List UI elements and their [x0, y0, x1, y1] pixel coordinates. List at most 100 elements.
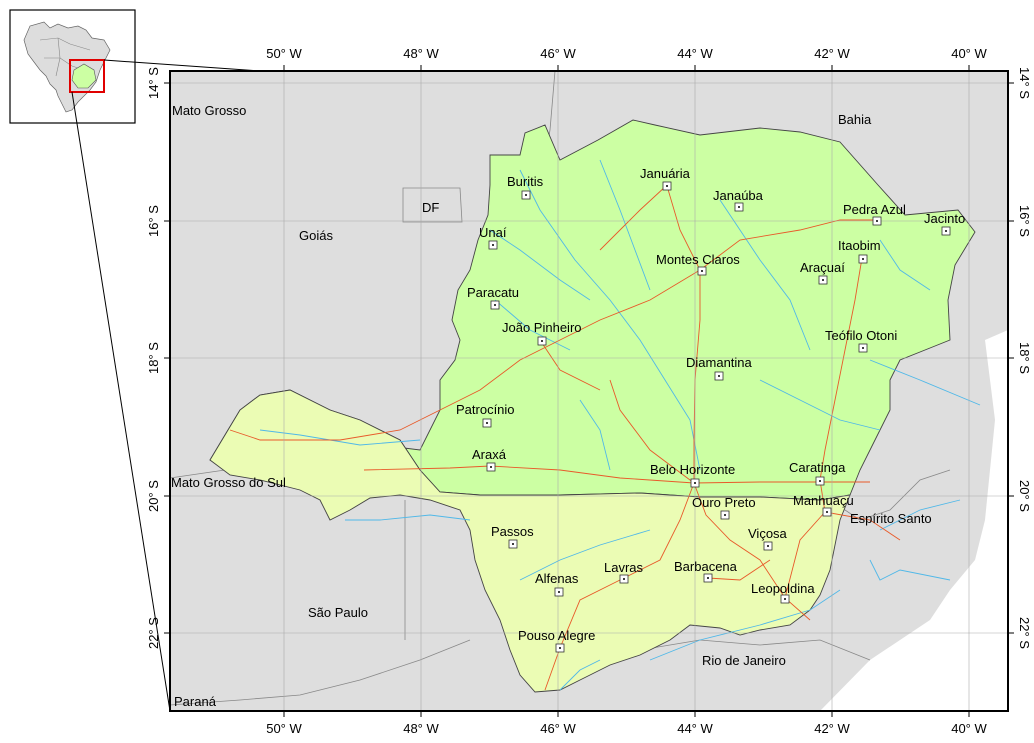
- city-montes-claros: Montes Claros: [656, 252, 740, 276]
- svg-text:Barbacena: Barbacena: [674, 559, 738, 574]
- city-ouro-preto: Ouro Preto: [692, 495, 756, 520]
- inset-connectors: [71, 59, 261, 712]
- city-leopoldina: Leopoldina: [751, 581, 815, 604]
- region-label: DF: [422, 200, 439, 215]
- city-manhuacu: Manhuaçu: [793, 493, 854, 517]
- inset-minas-gerais: [71, 63, 97, 89]
- city-pedra-azul: Pedra Azul: [843, 202, 906, 226]
- lon-tick-bottom: 50° W: [266, 721, 302, 736]
- state-borders: [170, 71, 951, 706]
- lat-tick-right: 22° S: [1017, 617, 1032, 649]
- svg-text:Passos: Passos: [491, 524, 534, 539]
- city-passos: Passos: [491, 524, 534, 549]
- city-joao-pinheiro: João Pinheiro: [502, 320, 582, 346]
- svg-text:Pouso Alegre: Pouso Alegre: [518, 628, 595, 643]
- svg-text:Januária: Januária: [640, 166, 691, 181]
- city-alfenas: Alfenas: [535, 571, 579, 597]
- region-label: Mato Grosso: [172, 103, 246, 118]
- inset-map: [9, 9, 136, 124]
- ocean-area: [820, 330, 1008, 711]
- svg-text:João Pinheiro: João Pinheiro: [502, 320, 582, 335]
- svg-text:Alfenas: Alfenas: [535, 571, 579, 586]
- region-label: Rio de Janeiro: [702, 653, 786, 668]
- city-barbacena: Barbacena: [674, 559, 738, 583]
- svg-text:Caratinga: Caratinga: [789, 460, 846, 475]
- city-caratinga: Caratinga: [789, 460, 846, 486]
- main-map: [170, 71, 1008, 711]
- city-januaria: Januária: [640, 166, 691, 191]
- region-label: Espírito Santo: [850, 511, 932, 526]
- region-label: Mato Grosso do Sul: [171, 475, 286, 490]
- svg-text:Araxá: Araxá: [472, 447, 507, 462]
- city-janauba: Janaúba: [713, 188, 764, 212]
- svg-text:Unaí: Unaí: [479, 225, 507, 240]
- lon-tick-bottom: 46° W: [540, 721, 576, 736]
- svg-text:Ouro Preto: Ouro Preto: [692, 495, 756, 510]
- lat-tick-right: 16° S: [1017, 205, 1032, 237]
- lat-tick-left: 20° S: [146, 480, 161, 512]
- lat-tick-right: 18° S: [1017, 342, 1032, 374]
- lon-tick-top: 42° W: [814, 46, 850, 61]
- svg-text:Paracatu: Paracatu: [467, 285, 519, 300]
- svg-text:Viçosa: Viçosa: [748, 526, 788, 541]
- city-lavras: Lavras: [604, 560, 644, 584]
- svg-text:Itaobim: Itaobim: [838, 238, 881, 253]
- svg-text:Leopoldina: Leopoldina: [751, 581, 815, 596]
- lon-tick-top: 50° W: [266, 46, 302, 61]
- svg-text:Montes Claros: Montes Claros: [656, 252, 740, 267]
- city-araxa: Araxá: [472, 447, 507, 472]
- longitude-labels-top: 50° W 48° W 46° W 44° W 42° W 40° W: [266, 46, 987, 61]
- inset-brazil-outline: [23, 21, 111, 113]
- svg-text:Diamantina: Diamantina: [686, 355, 753, 370]
- lat-tick-left: 14° S: [146, 67, 161, 99]
- region-label: Goiás: [299, 228, 333, 243]
- map-frame: [169, 70, 1009, 712]
- latitude-labels-right: 14° S 16° S 18° S 20° S 22° S: [1017, 67, 1032, 649]
- city-pouso-alegre: Pouso Alegre: [518, 628, 595, 653]
- city-unai: Unaí: [479, 225, 507, 250]
- lon-tick-bottom: 42° W: [814, 721, 850, 736]
- region-label: São Paulo: [308, 605, 368, 620]
- svg-text:Araçuaí: Araçuaí: [800, 260, 845, 275]
- lat-tick-left: 16° S: [146, 205, 161, 237]
- svg-text:Patrocínio: Patrocínio: [456, 402, 515, 417]
- lon-tick-bottom: 40° W: [951, 721, 987, 736]
- lon-tick-bottom: 48° W: [403, 721, 439, 736]
- lat-tick-right: 20° S: [1017, 480, 1032, 512]
- rivers: [259, 159, 981, 691]
- region-label: Bahia: [838, 112, 872, 127]
- inset-highlight-box: [69, 59, 105, 93]
- region-labels: Mato Grosso Bahia DF Goiás Mato Grosso d…: [171, 103, 932, 709]
- lon-tick-bottom: 44° W: [677, 721, 713, 736]
- lat-tick-left: 22° S: [146, 617, 161, 649]
- lon-tick-top: 48° W: [403, 46, 439, 61]
- svg-text:Belo Horizonte: Belo Horizonte: [650, 462, 735, 477]
- tick-marks: [164, 65, 1014, 717]
- city-itaobim: Itaobim: [838, 238, 881, 264]
- graticule: [170, 71, 1008, 711]
- city-jacinto: Jacinto: [924, 211, 965, 236]
- lat-tick-right: 14° S: [1017, 67, 1032, 99]
- longitude-labels-bottom: 50° W 48° W 46° W 44° W 42° W 40° W: [266, 721, 987, 736]
- svg-text:Pedra Azul: Pedra Azul: [843, 202, 906, 217]
- city-belo-horizonte: Belo Horizonte: [650, 462, 735, 488]
- svg-text:Janaúba: Janaúba: [713, 188, 764, 203]
- lat-tick-left: 18° S: [146, 342, 161, 374]
- lon-tick-top: 44° W: [677, 46, 713, 61]
- svg-text:Manhuaçu: Manhuaçu: [793, 493, 854, 508]
- city-paracatu: Paracatu: [467, 285, 519, 310]
- svg-text:Teófilo Otoni: Teófilo Otoni: [825, 328, 897, 343]
- lon-tick-top: 46° W: [540, 46, 576, 61]
- city-diamantina: Diamantina: [686, 355, 753, 381]
- lon-tick-top: 40° W: [951, 46, 987, 61]
- svg-text:Jacinto: Jacinto: [924, 211, 965, 226]
- svg-text:Lavras: Lavras: [604, 560, 644, 575]
- city-patrocinio: Patrocínio: [456, 402, 515, 428]
- roads: [229, 185, 901, 691]
- region-label: Paraná: [174, 694, 217, 709]
- city-vicosa: Viçosa: [748, 526, 788, 551]
- latitude-labels-left: 14° S 16° S 18° S 20° S 22° S: [146, 67, 161, 649]
- city-markers: Buritis Januária Janaúba Pedra Azul Jaci…: [456, 166, 965, 653]
